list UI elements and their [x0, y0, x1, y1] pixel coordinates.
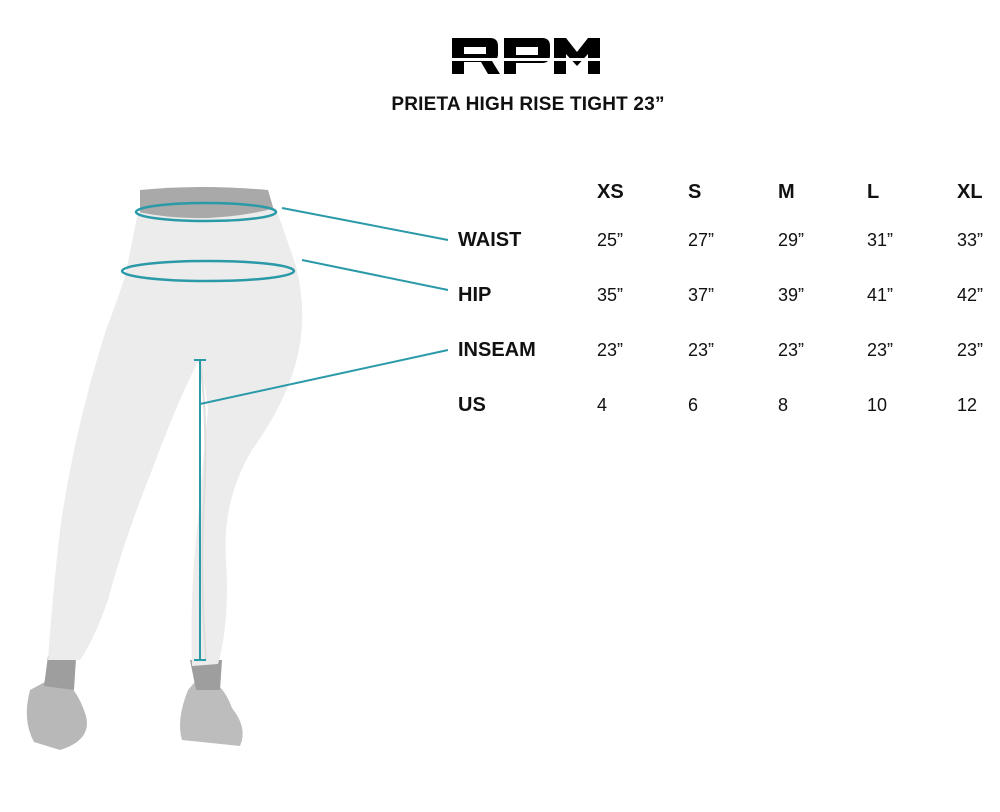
row-label-us: US	[458, 394, 486, 416]
us-s: 6	[688, 395, 699, 415]
hip-xl: 42”	[957, 285, 984, 305]
us-xs: 4	[597, 395, 608, 415]
us-l: 10	[867, 395, 888, 415]
waist-s: 27”	[688, 230, 715, 250]
size-header-s: S	[688, 181, 702, 203]
row-label-inseam: INSEAM	[458, 339, 536, 361]
inseam-xs: 23”	[597, 340, 624, 360]
size-header-xs: XS	[597, 181, 624, 203]
waist-xl: 33”	[957, 230, 984, 250]
leggings-figure	[26, 187, 449, 750]
size-header-l: L	[867, 181, 880, 203]
hip-xs: 35”	[597, 285, 624, 305]
waist-l: 31”	[867, 230, 894, 250]
inseam-l: 23”	[867, 340, 894, 360]
hip-m: 39”	[778, 285, 805, 305]
hip-l: 41”	[867, 285, 894, 305]
waist-m: 29”	[778, 230, 805, 250]
inseam-s: 23”	[688, 340, 715, 360]
us-xl: 12	[957, 395, 978, 415]
us-m: 8	[778, 395, 789, 415]
row-label-waist: WAIST	[458, 229, 522, 251]
rpm-logo	[450, 38, 600, 74]
inseam-xl: 23”	[957, 340, 984, 360]
size-header-m: M	[778, 181, 795, 203]
hip-s: 37”	[688, 285, 715, 305]
waist-xs: 25”	[597, 230, 624, 250]
product-title: PRIETA HIGH RISE TIGHT 23”	[391, 94, 665, 115]
row-label-hip: HIP	[458, 284, 492, 306]
inseam-m: 23”	[778, 340, 805, 360]
size-header-xl: XL	[957, 181, 983, 203]
